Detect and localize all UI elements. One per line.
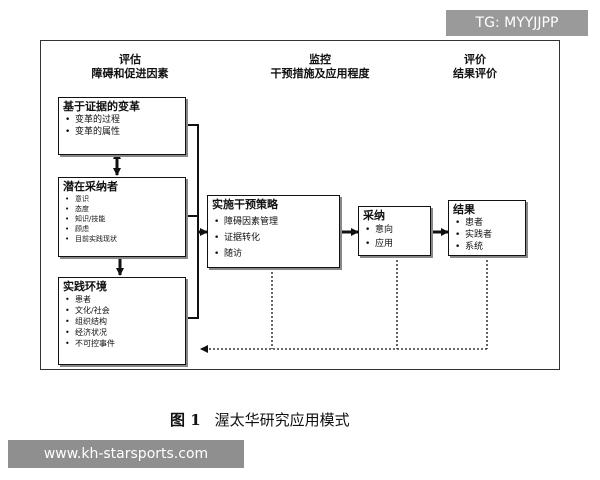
- box-practice-environment-title: 实践环境: [63, 280, 107, 293]
- column-header-monitor-line2: 干预措施及应用程度: [270, 67, 370, 80]
- column-header-assess: 评估 障碍和促进因素: [70, 53, 190, 81]
- column-header-monitor-line1: 监控: [309, 53, 331, 66]
- box-outcome: 结果 患者 实践者 系统: [448, 200, 526, 256]
- box-adoption-list: 意向 应用: [359, 223, 430, 251]
- column-header-evaluate-line2: 结果评价: [453, 67, 497, 80]
- figure-caption-label: 图 1: [170, 411, 201, 429]
- figure-caption-text: 渥太华研究应用模式: [214, 411, 350, 429]
- list-item: 实践者: [455, 229, 525, 241]
- column-header-evaluate-line1: 评价: [464, 53, 486, 66]
- box-adoption-title: 采纳: [363, 209, 385, 222]
- list-item: 患者: [455, 217, 525, 229]
- box-potential-adopters-title: 潜在采纳者: [63, 180, 118, 193]
- list-item: 目前实践现状: [65, 234, 185, 244]
- diagram-frame: [40, 40, 560, 370]
- list-item: 意识: [65, 194, 185, 204]
- column-header-assess-line1: 评估: [119, 53, 141, 66]
- list-item: 变革的属性: [65, 126, 185, 138]
- box-evidence-change: 基于证据的变革 变革的过程 变革的属性: [58, 97, 186, 155]
- list-item: 顾虑: [65, 224, 185, 234]
- list-item: 应用: [365, 237, 430, 251]
- figure-caption: 图 1 渥太华研究应用模式: [170, 409, 430, 430]
- box-adoption: 采纳 意向 应用: [358, 206, 431, 256]
- box-potential-adopters-list: 意识 态度 知识/技能 顾虑 目前实践现状: [59, 194, 185, 244]
- box-intervention-list: 障碍因素管理 证据转化 随访: [208, 214, 339, 262]
- list-item: 经济状况: [65, 327, 185, 338]
- list-item: 不可控事件: [65, 338, 185, 349]
- list-item: 障碍因素管理: [214, 214, 339, 230]
- list-item: 意向: [365, 223, 430, 237]
- watermark-bottom-badge: www.kh-starsports.com: [8, 440, 244, 468]
- box-intervention-title: 实施干预策略: [212, 198, 278, 211]
- list-item: 系统: [455, 241, 525, 253]
- list-item: 变革的过程: [65, 114, 185, 126]
- watermark-top-badge: TG: MYYJJPP: [446, 10, 588, 36]
- column-header-evaluate: 评价 结果评价: [430, 53, 520, 81]
- box-potential-adopters: 潜在采纳者 意识 态度 知识/技能 顾虑 目前实践现状: [58, 177, 186, 257]
- box-evidence-change-title: 基于证据的变革: [63, 100, 140, 113]
- list-item: 患者: [65, 294, 185, 305]
- box-outcome-list: 患者 实践者 系统: [449, 217, 525, 253]
- column-header-monitor: 监控 干预措施及应用程度: [245, 53, 395, 81]
- box-evidence-change-list: 变革的过程 变革的属性: [59, 114, 185, 138]
- list-item: 组织结构: [65, 316, 185, 327]
- box-practice-environment: 实践环境 患者 文化/社会 组织结构 经济状况 不可控事件: [58, 277, 186, 365]
- list-item: 证据转化: [214, 230, 339, 246]
- list-item: 文化/社会: [65, 305, 185, 316]
- box-outcome-title: 结果: [453, 203, 475, 216]
- list-item: 随访: [214, 246, 339, 262]
- box-practice-environment-list: 患者 文化/社会 组织结构 经济状况 不可控事件: [59, 294, 185, 349]
- column-header-assess-line2: 障碍和促进因素: [91, 67, 169, 80]
- box-intervention: 实施干预策略 障碍因素管理 证据转化 随访: [207, 195, 340, 268]
- list-item: 态度: [65, 204, 185, 214]
- list-item: 知识/技能: [65, 214, 185, 224]
